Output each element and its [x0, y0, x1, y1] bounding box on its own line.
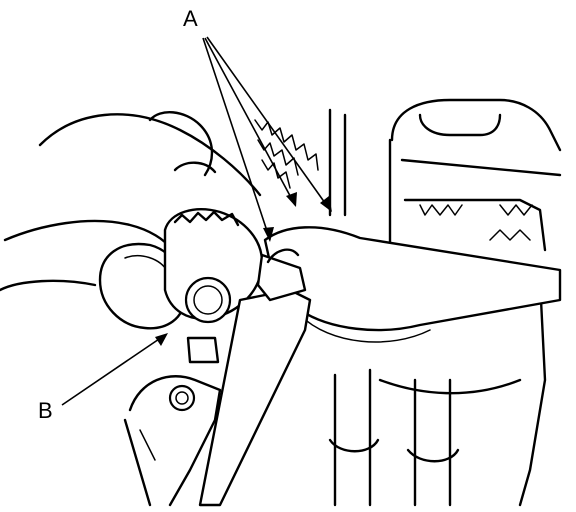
callout-label-b: B	[38, 398, 53, 423]
base-plate	[123, 375, 222, 507]
arrowhead-b	[155, 333, 168, 346]
wrench-tool	[198, 248, 312, 507]
bolt-head	[168, 384, 196, 412]
arrowhead-a1	[263, 227, 274, 242]
hand	[0, 111, 262, 330]
arrowhead-a2	[286, 192, 297, 207]
arrowhead-a3	[320, 196, 332, 212]
callout-label-a: A	[183, 6, 198, 31]
nut-fitting	[163, 208, 264, 364]
callout-a: A	[183, 6, 332, 242]
lever-arm	[263, 226, 562, 343]
callout-b: B	[38, 333, 168, 423]
